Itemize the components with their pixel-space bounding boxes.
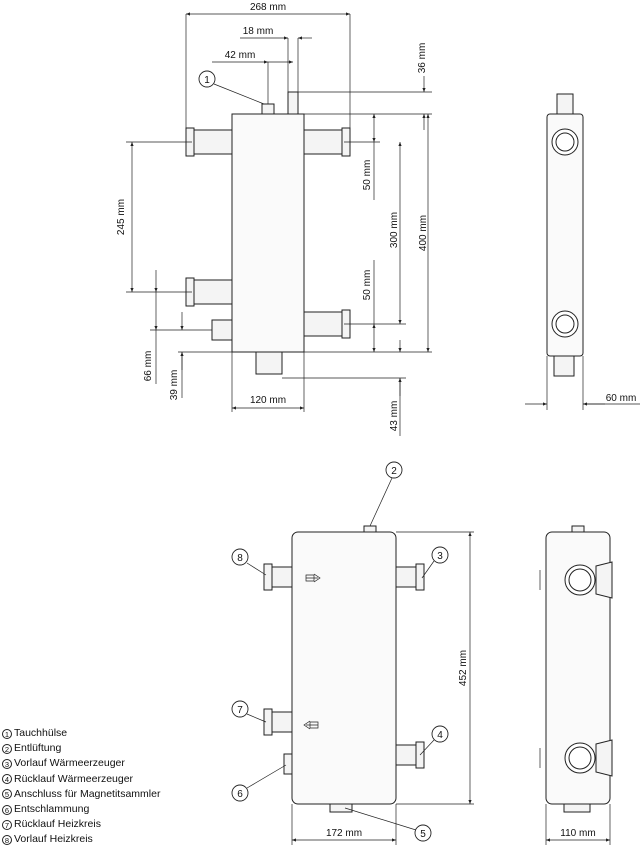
- pipe-left-bottom: [191, 279, 233, 305]
- dim-110: 110 mm: [560, 828, 595, 839]
- dim-452: 452 mm: [458, 650, 469, 686]
- top-side-view: 60 mm: [525, 93, 640, 410]
- sensor-well-fitting: [261, 103, 275, 115]
- legend-item: 2 Entlüftung: [2, 741, 160, 756]
- magnet-fitting: [255, 351, 283, 375]
- dim-50-bottom: 50 mm: [362, 270, 373, 301]
- dim-400: 400 mm: [418, 215, 429, 251]
- separator-body: [231, 113, 305, 353]
- callout-3: [431, 546, 449, 564]
- dim-42: 42 mm: [225, 50, 256, 61]
- dim-300: 300 mm: [389, 212, 400, 248]
- svg-text:6: 6: [237, 789, 243, 800]
- top-front-view: 268 mm 18 mm 42 mm 36 mm 245 mm 50 mm 30…: [116, 2, 432, 436]
- drain-fitting: [211, 319, 233, 341]
- svg-text:4: 4: [437, 730, 443, 741]
- bottom-front-view: 452 mm 172 mm 2 3 4 5 6 7 8: [231, 461, 474, 845]
- dim-39: 39 mm: [169, 370, 180, 401]
- flow-arrow-right-icon: [305, 573, 321, 583]
- flow-arrow-left-icon: [303, 720, 319, 730]
- dim-43: 43 mm: [389, 401, 400, 432]
- pipe-left-top: [191, 129, 233, 155]
- svg-text:1: 1: [204, 75, 210, 86]
- dim-120: 120 mm: [250, 395, 286, 406]
- callout-2: [385, 461, 403, 479]
- callout-6: [231, 784, 249, 802]
- svg-text:8: 8: [237, 553, 243, 564]
- dim-268: 268 mm: [250, 2, 286, 13]
- svg-text:3: 3: [437, 551, 443, 562]
- insulated-body: [291, 531, 397, 805]
- dim-18: 18 mm: [243, 26, 274, 37]
- callout-4: [431, 725, 449, 743]
- callout-7: [231, 700, 249, 718]
- air-vent-fitting: [287, 91, 299, 115]
- dim-245: 245 mm: [116, 199, 127, 235]
- dim-60: 60 mm: [606, 393, 637, 404]
- callout-1: [198, 70, 216, 88]
- svg-text:5: 5: [420, 829, 426, 840]
- svg-text:2: 2: [391, 466, 397, 477]
- dim-50-top: 50 mm: [362, 160, 373, 191]
- callout-5: [414, 824, 432, 842]
- bottom-side-view: 110 mm: [539, 525, 613, 845]
- pipe-right-bottom: [303, 311, 345, 337]
- pipe-right-top: [303, 129, 345, 155]
- callout-8: [231, 548, 249, 566]
- dim-36: 36 mm: [417, 43, 428, 74]
- dim-66: 66 mm: [143, 351, 154, 382]
- dim-172: 172 mm: [326, 828, 362, 839]
- svg-text:7: 7: [237, 705, 243, 716]
